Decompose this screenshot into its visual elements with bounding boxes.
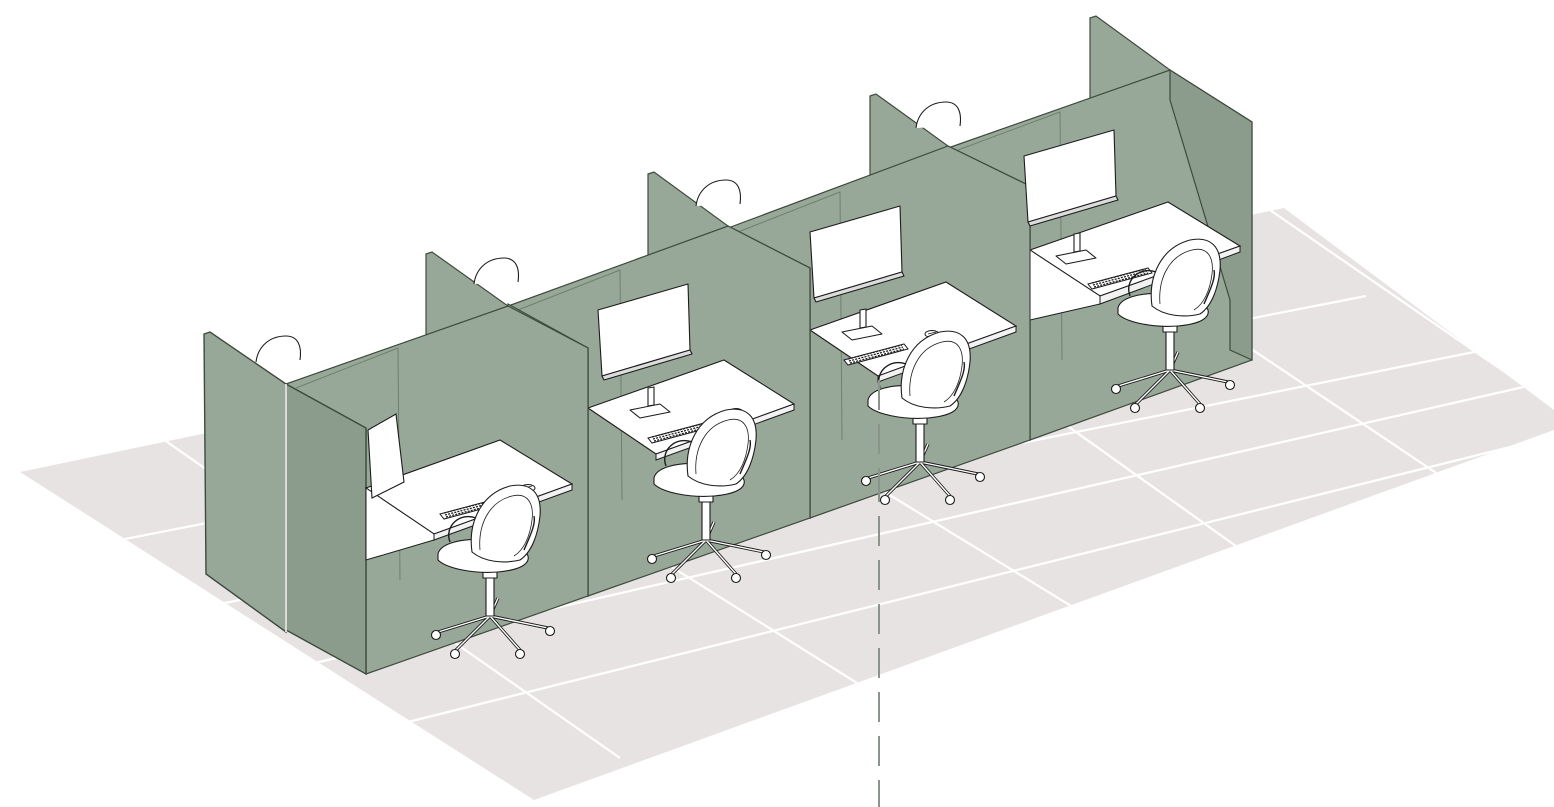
workstation-booth — [203, 251, 589, 676]
floor-grid-line — [399, 434, 1554, 726]
